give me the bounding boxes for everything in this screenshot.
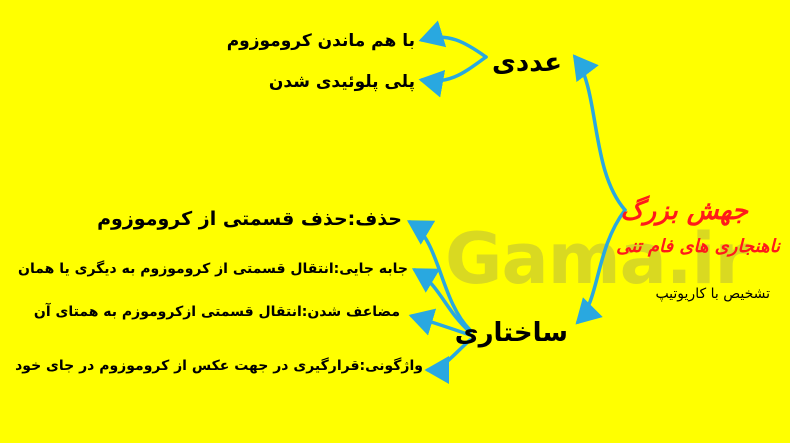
numerical-item-2: پلی پلوئیدی شدن: [268, 72, 415, 92]
arrow-numerical-to-item-1: [418, 20, 488, 59]
root-title: جهش بزرگ: [620, 196, 748, 226]
arrow-structural-to-item-2: [411, 268, 472, 334]
structural-label: ساختاری: [454, 318, 568, 348]
root-note: تشخیص با کاریوتیپ: [655, 286, 770, 302]
structural-item-1: حذف:حذف قسمتی از کروموزوم: [97, 208, 402, 230]
arrow-structural-to-item-3: [408, 308, 472, 337]
arrow-root-to-structural: [575, 208, 627, 325]
arrow-structural-to-item-1: [407, 220, 472, 332]
root-subtitle: ناهنجاری های فام تنی: [616, 236, 780, 257]
structural-item-3: مضاعف شدن:انتقال قسمتی ازکروموزم به همتا…: [33, 304, 400, 320]
structural-item-2: جابه جایی:انتقال قسمتی از کروموزوم به دی…: [18, 261, 408, 277]
arrow-structural-to-item-4: [424, 338, 472, 384]
arrow-root-to-numerical: [572, 54, 627, 212]
arrow-numerical-to-item-2: [418, 55, 488, 98]
numerical-item-1: با هم ماندن کروموزوم: [226, 31, 415, 51]
watermark: Gama.ir: [445, 218, 749, 300]
structural-item-4: واژگونی:قرارگیری در جهت عکس از کروموزوم …: [15, 358, 423, 374]
numerical-label: عددی: [492, 48, 562, 78]
